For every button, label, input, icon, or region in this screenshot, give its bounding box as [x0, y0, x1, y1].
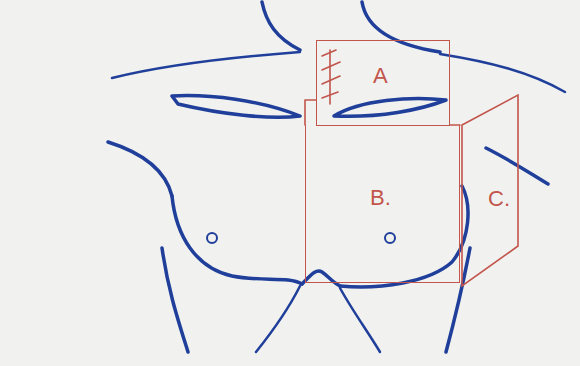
clavicle [172, 96, 300, 118]
hatching [329, 50, 331, 104]
shoulder-line [112, 52, 300, 78]
region-box: A [316, 40, 450, 126]
cleavage-line [302, 271, 340, 286]
breast-outline [172, 196, 302, 284]
torso-side [162, 248, 188, 352]
torso-side [446, 248, 470, 352]
clavicle [334, 99, 446, 117]
box-edge [305, 100, 460, 125]
neck-line [262, 2, 300, 50]
neck-line [362, 2, 440, 52]
nipple [385, 233, 395, 243]
torso-line [340, 288, 380, 352]
parallelogram-outline [462, 95, 518, 286]
breast-outline [340, 186, 468, 287]
arm-line [486, 148, 548, 184]
region-label: B. [370, 187, 391, 209]
region-box: C. [460, 93, 522, 288]
region-label: C. [488, 188, 510, 210]
hatching [322, 50, 340, 98]
shoulder-line [440, 54, 565, 92]
nipple [207, 233, 217, 243]
region-label: A [373, 65, 388, 87]
region-box: B. [305, 125, 460, 283]
torso-line [256, 286, 300, 352]
arm-line [108, 142, 172, 196]
